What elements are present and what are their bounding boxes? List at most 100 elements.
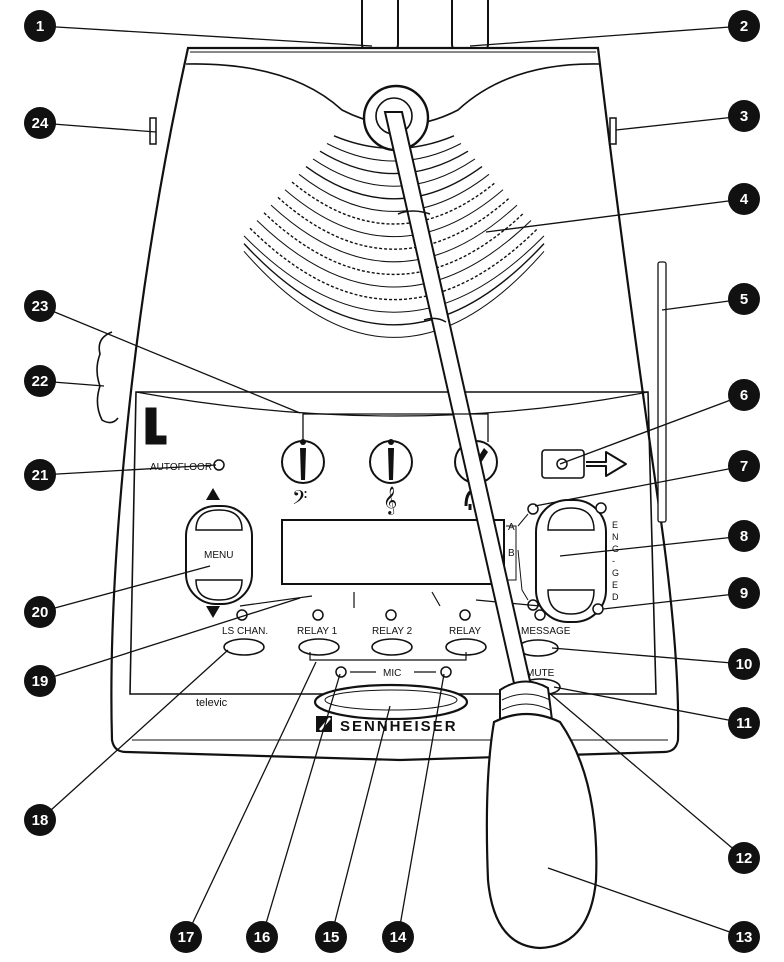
callout-circle (728, 10, 760, 42)
relay2-led (385, 609, 397, 621)
gooseneck-stub-left (361, 0, 399, 53)
callout-number: 7 (740, 458, 748, 475)
led-divider-lines (239, 591, 541, 608)
callout-number: 11 (736, 715, 752, 732)
callout-leader-line (534, 465, 745, 507)
display-bracket-right (506, 525, 517, 581)
callout-circle (728, 648, 760, 680)
callout-marker: 24 (24, 107, 56, 139)
callout-marker: 18 (24, 804, 56, 836)
callout-circle (728, 921, 760, 953)
channel-b-label: B (508, 548, 515, 559)
callout-leader-line (39, 305, 301, 414)
sennheiser-logo: SENNHEISER (340, 718, 458, 735)
callout-marker: 8 (728, 520, 760, 552)
callout-marker: 16 (246, 921, 278, 953)
callout-circle (728, 577, 760, 609)
mic-led-right (440, 666, 452, 678)
engaged-letter: E (612, 580, 618, 590)
microphone-button[interactable] (313, 683, 469, 721)
logo-mark-icon (145, 407, 167, 445)
callout-number: 24 (32, 115, 49, 132)
callout-circle (24, 107, 56, 139)
callout-number: 22 (32, 373, 49, 390)
grille-arc (243, 243, 545, 326)
engaged-led-bottom (592, 603, 604, 615)
callout-number: 10 (736, 656, 753, 673)
callout-circle (382, 921, 414, 953)
knob-bass (281, 439, 325, 484)
menu-up-button[interactable] (195, 509, 243, 531)
callout-number: 9 (740, 585, 748, 602)
callout-leader-line (547, 867, 745, 938)
callout-leader-line (39, 597, 301, 682)
menu-down-button[interactable] (195, 579, 243, 601)
callout-leader-line (559, 394, 745, 465)
callout-marker: 22 (24, 365, 56, 397)
control-panel-outline (129, 391, 657, 695)
callout-marker: 15 (315, 921, 347, 953)
menu-down-arrow-icon (206, 606, 220, 618)
gooseneck-joint (397, 210, 447, 323)
callout-number: 13 (736, 929, 753, 946)
televic-logo: televic (196, 697, 228, 709)
callout-number: 19 (32, 673, 49, 690)
channel-down-button[interactable] (547, 589, 595, 615)
relay3-label: RELAY (449, 626, 481, 637)
callout-leader-line (469, 25, 745, 47)
callout-circle (728, 707, 760, 739)
channel-a-label: A (508, 522, 515, 533)
callout-number: 3 (740, 108, 748, 125)
relay2-button[interactable] (371, 638, 413, 656)
callout-circle (728, 100, 760, 132)
callout-number: 6 (740, 387, 748, 404)
engaged-label: ENG-GED (612, 520, 619, 602)
control-panel-curve (135, 391, 649, 417)
grille-arc (305, 166, 483, 200)
callout-circle (728, 450, 760, 482)
callout-marker: 14 (382, 921, 414, 953)
mic-led-left (335, 666, 347, 678)
callout-leader-line (185, 661, 317, 938)
callout-circle (728, 842, 760, 874)
relay3-led (459, 609, 471, 621)
callout-marker: 3 (728, 100, 760, 132)
callout-circle (728, 379, 760, 411)
grille-arc (256, 220, 532, 288)
channel-up-button[interactable] (547, 507, 595, 531)
callout-circle (728, 183, 760, 215)
callout-number: 18 (32, 812, 49, 829)
callout-number: 5 (740, 291, 748, 308)
callout-marker: 21 (24, 459, 56, 491)
callout-marker: 20 (24, 596, 56, 628)
callout-marker: 12 (728, 842, 760, 874)
channel-a-leader (517, 513, 529, 527)
callout-circle (315, 921, 347, 953)
callout-number: 4 (740, 191, 749, 208)
callout-leader-line (261, 673, 341, 938)
callout-marker: 7 (728, 450, 760, 482)
relay1-button[interactable] (298, 638, 340, 656)
gooseneck-stub-right (451, 0, 489, 53)
callout-marker: 13 (728, 921, 760, 953)
callout-leader-line (551, 647, 745, 665)
mic-collar-rings (501, 693, 551, 711)
grille-arc (284, 189, 504, 237)
callout-circle (24, 665, 56, 697)
callout-number: 12 (736, 850, 753, 867)
callout-leader-line (602, 592, 745, 610)
channel-b-leader (517, 549, 529, 601)
callout-marker: 2 (728, 10, 760, 42)
callout-number: 17 (178, 929, 195, 946)
grille-arc (298, 173, 490, 212)
callout-circle (246, 921, 278, 953)
grille-arc (319, 150, 469, 175)
grille-arc (312, 158, 476, 187)
mic-label: MIC (383, 668, 401, 679)
ls-chan-button[interactable] (223, 638, 265, 656)
callout-leader-line (397, 673, 445, 938)
callout-circle (24, 804, 56, 836)
